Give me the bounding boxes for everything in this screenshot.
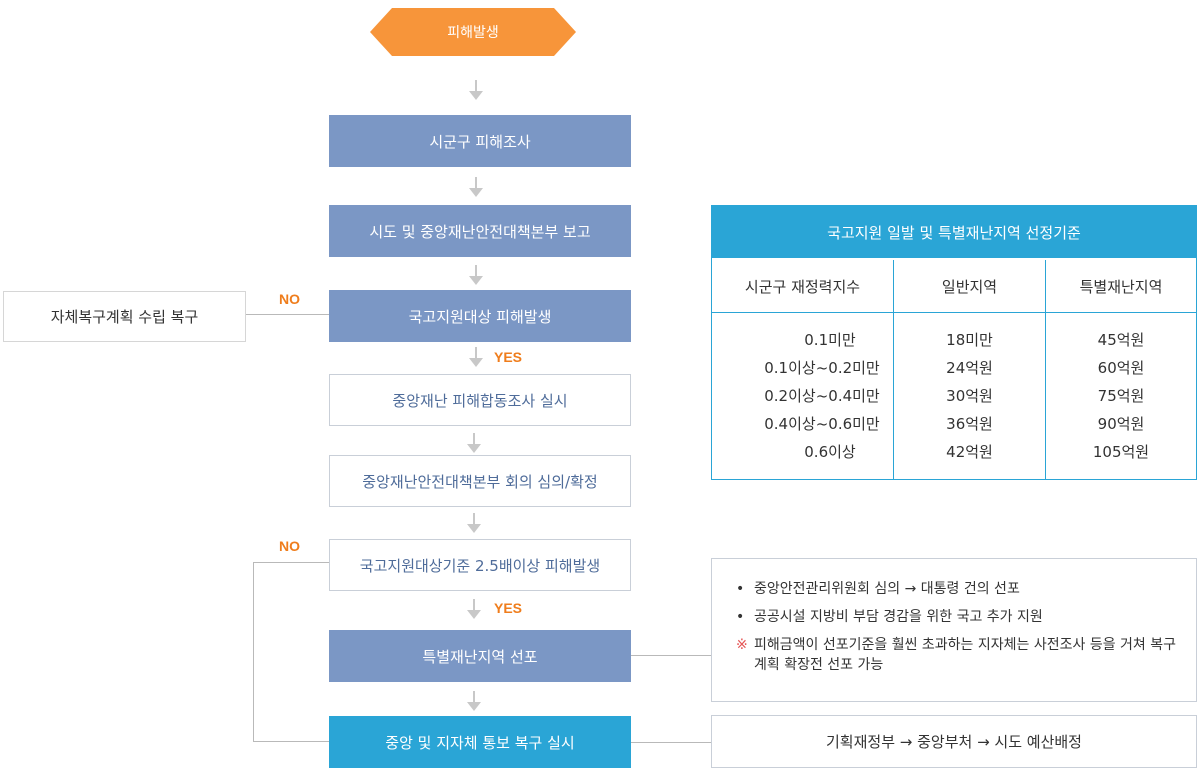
table-cell: 42억원 xyxy=(946,443,993,461)
connector-line xyxy=(253,562,254,742)
start-label: 피해발생 xyxy=(447,25,499,41)
note-text: 피해금액이 선포기준을 훨씬 초과하는 지자체는 사전조사 등을 거쳐 복구 계… xyxy=(754,637,1176,673)
note-item: • 중앙안전관리위원회 심의 → 대통령 건의 선포 xyxy=(736,579,1176,599)
table-cell: 90억원 xyxy=(1097,415,1145,433)
table-divider xyxy=(712,312,1196,313)
step-label: 중앙재난 피해합동조사 실시 xyxy=(392,391,568,410)
table-title: 국고지원 일발 및 특별재난지역 선정기준 xyxy=(712,206,1196,258)
table-cell: 0.2이상~0.4미만 xyxy=(764,387,880,405)
start-node: 피해발생 xyxy=(370,8,576,56)
table-header: 일반지역 xyxy=(941,277,998,296)
table-cell: 60억원 xyxy=(1097,359,1145,377)
step-national-support-damage: 국고지원대상 피해발생 xyxy=(329,290,631,342)
arrow-down-icon xyxy=(466,599,482,621)
note-text: 공공시설 지방비 부담 경감을 위한 국고 추가 지원 xyxy=(754,609,1043,625)
table-cell: 0.6이상 xyxy=(804,443,856,461)
no-label: NO xyxy=(279,538,300,554)
table-column-general: 18미만 24억원 30억원 36억원 42억원 xyxy=(894,326,1045,466)
reference-mark-icon: ※ xyxy=(736,637,748,653)
budget-label: 기획재정부 → 중앙부처 → 시도 예산배정 xyxy=(826,733,1082,751)
declaration-notes-box: • 중앙안전관리위원회 심의 → 대통령 건의 선포 • 공공시설 지방비 부담… xyxy=(711,558,1197,702)
bullet-icon: • xyxy=(736,609,745,625)
arrow-down-icon xyxy=(466,691,482,713)
step-deliberation: 중앙재난안전대책본부 회의 심의/확정 xyxy=(329,455,631,507)
table-divider xyxy=(1045,260,1046,479)
arrow-down-icon xyxy=(468,347,484,369)
table-header: 시군구 재정력지수 xyxy=(744,277,861,296)
table-column-special: 45억원 60억원 75억원 90억원 105억원 xyxy=(1046,326,1196,466)
support-criteria-table: 국고지원 일발 및 특별재난지역 선정기준 시군구 재정력지수 일반지역 특별재… xyxy=(711,205,1197,480)
arrow-down-icon xyxy=(466,513,482,535)
table-header: 특별재난지역 xyxy=(1079,277,1163,296)
connector-line xyxy=(253,741,329,742)
table-cell: 24억원 xyxy=(946,359,993,377)
table-cell: 0.1미만 xyxy=(804,331,856,349)
yes-label: YES xyxy=(494,349,523,365)
budget-allocation-box: 기획재정부 → 중앙부처 → 시도 예산배정 xyxy=(711,715,1197,768)
table-cell: 18미만 xyxy=(946,331,993,349)
table-cell: 45억원 xyxy=(1097,331,1145,349)
arrow-down-icon xyxy=(468,80,484,102)
step-label: 시도 및 중앙재난안전대책본부 보고 xyxy=(369,222,591,241)
table-cell: 30억원 xyxy=(946,387,993,405)
step-sigungu-survey: 시군구 피해조사 xyxy=(329,115,631,167)
arrow-down-icon xyxy=(468,265,484,287)
step-label: 중앙재난안전대책본부 회의 심의/확정 xyxy=(362,472,598,491)
note-item: • 공공시설 지방비 부담 경감을 위한 국고 추가 지원 xyxy=(736,607,1176,627)
arrow-down-icon xyxy=(468,177,484,199)
connector-line xyxy=(246,314,329,315)
step-label: 시군구 피해조사 xyxy=(429,132,531,151)
step-special-disaster-declaration: 특별재난지역 선포 xyxy=(329,630,631,682)
table-cell: 0.4이상~0.6미만 xyxy=(764,415,880,433)
step-notify-recover: 중앙 및 지자체 통보 복구 실시 xyxy=(329,716,631,768)
step-joint-survey: 중앙재난 피해합동조사 실시 xyxy=(329,374,631,426)
table-divider xyxy=(893,260,894,479)
note-text: 중앙안전관리위원회 심의 → 대통령 건의 선포 xyxy=(754,581,1020,597)
table-cell: 105억원 xyxy=(1092,443,1150,461)
step-label: 국고지원대상기준 2.5배이상 피해발생 xyxy=(359,556,601,575)
connector-line xyxy=(253,562,329,563)
table-cell: 75억원 xyxy=(1097,387,1145,405)
bullet-icon: • xyxy=(736,581,745,597)
self-recovery-label: 자체복구계획 수립 복구 xyxy=(50,308,199,326)
note-item-special: ※ 피해금액이 선포기준을 훨씬 초과하는 지자체는 사전조사 등을 거쳐 복구… xyxy=(736,635,1176,675)
step-label: 특별재난지역 선포 xyxy=(422,647,538,666)
table-cell: 36억원 xyxy=(946,415,993,433)
step-report: 시도 및 중앙재난안전대책본부 보고 xyxy=(329,205,631,257)
table-column-index: 0.1미만 0.1이상~0.2미만 0.2이상~0.4미만 0.4이상~0.6미… xyxy=(722,326,922,466)
step-label: 중앙 및 지자체 통보 복구 실시 xyxy=(385,733,575,752)
step-label: 국고지원대상 피해발생 xyxy=(408,307,552,326)
step-2-5x-damage: 국고지원대상기준 2.5배이상 피해발생 xyxy=(329,539,631,591)
connector-line xyxy=(631,655,711,656)
no-label: NO xyxy=(279,291,300,307)
connector-line xyxy=(631,742,711,743)
self-recovery-box: 자체복구계획 수립 복구 xyxy=(3,291,246,342)
arrow-down-icon xyxy=(466,433,482,455)
yes-label: YES xyxy=(494,600,523,616)
table-cell: 0.1이상~0.2미만 xyxy=(764,359,880,377)
